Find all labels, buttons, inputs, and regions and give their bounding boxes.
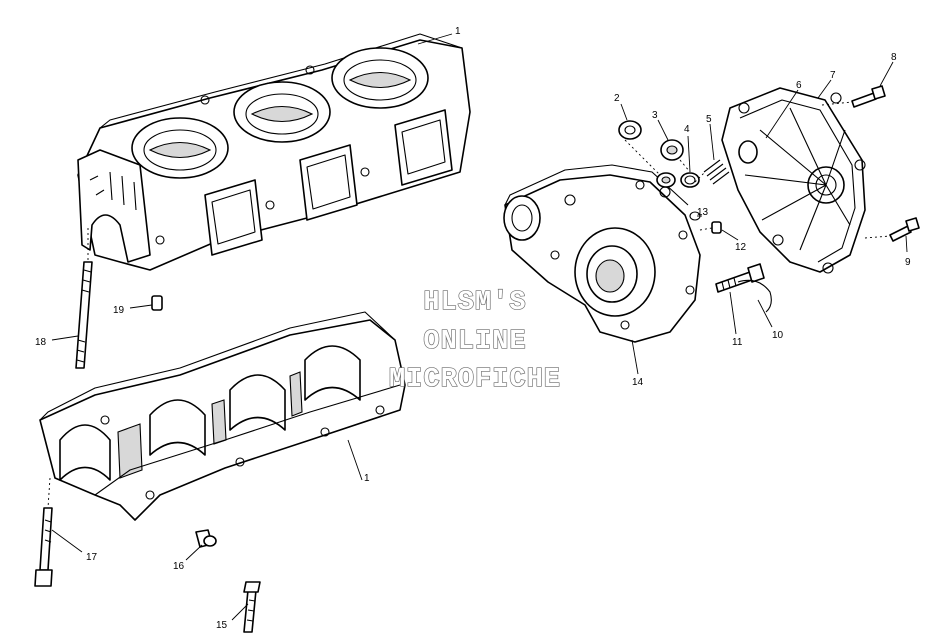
callout-12: 12: [735, 242, 747, 253]
callout-16: 16: [173, 561, 185, 572]
callout-15: 15: [216, 620, 228, 631]
leader-lines: [51, 33, 908, 621]
dowel-19: [151, 295, 163, 311]
callout-19: 19: [113, 305, 125, 316]
bolt-11: [715, 263, 765, 293]
callout-11: 11: [732, 337, 743, 348]
watermark-line-2: ONLINE: [423, 327, 526, 357]
watermark-line-1: HLSM'S: [423, 288, 526, 318]
spring-5: [703, 159, 730, 185]
crankcase-cover-14: [503, 164, 701, 343]
callout-10: 10: [772, 330, 784, 341]
washer-seal: [656, 172, 676, 188]
callout-13: 13: [697, 207, 709, 218]
callout-18: 18: [35, 337, 47, 348]
callout-3: 3: [652, 110, 658, 121]
outer-cover-7: [721, 87, 866, 274]
bolt-15: [243, 581, 261, 633]
alignment-lines: [47, 101, 891, 509]
callout-labels: 1 1 2 3 4 5 6 7 8 9 10 11 12 13 14 15 16…: [35, 26, 911, 631]
callout-2: 2: [614, 93, 620, 104]
pin-12: [711, 221, 722, 234]
callout-7: 7: [830, 70, 836, 81]
callout-5: 5: [706, 114, 712, 125]
bolt-9: [889, 217, 920, 242]
callout-1-upper: 1: [455, 26, 461, 37]
stud-18: [75, 261, 93, 369]
seal-6: [738, 140, 758, 164]
clip-10: [737, 279, 772, 313]
callout-1-lower: 1: [364, 473, 370, 484]
cap-3: [660, 139, 684, 161]
callout-4: 4: [684, 124, 690, 135]
callout-17: 17: [86, 552, 98, 563]
watermark-line-3: MICROFICHE: [389, 365, 561, 395]
callout-14: 14: [632, 377, 644, 388]
callout-8: 8: [891, 52, 897, 63]
bushing-2: [618, 120, 642, 140]
lower-crankcase: [39, 311, 406, 521]
bolt-17: [34, 507, 53, 587]
upper-crankcase: [77, 33, 471, 271]
watermark: HLSM'S ONLINE MICROFICHE: [388, 287, 561, 395]
screw-16: [195, 529, 217, 548]
oring-4: [680, 172, 700, 188]
bolt-8: [851, 85, 886, 108]
callout-6: 6: [796, 80, 802, 91]
callout-9: 9: [905, 257, 911, 268]
